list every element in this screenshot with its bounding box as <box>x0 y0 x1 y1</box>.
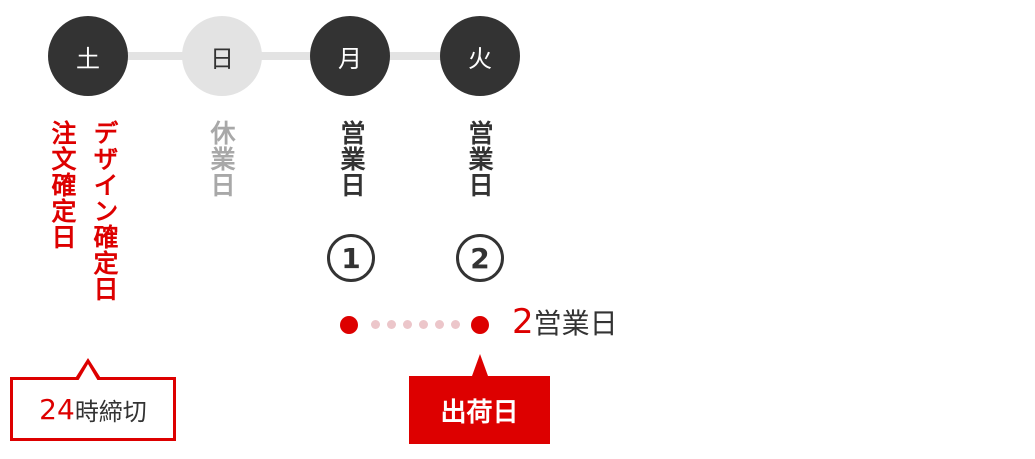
circled-number-2: 2 <box>456 234 504 282</box>
timeline-track <box>88 52 480 60</box>
holiday-label: 休業日 <box>207 120 236 198</box>
order-confirm-label: 注文確定日 <box>48 120 77 250</box>
span-number: 2 <box>512 302 534 342</box>
span-dot <box>371 320 380 329</box>
day-circle-tuesday: 火 <box>440 16 520 96</box>
span-end-dot <box>471 316 489 334</box>
span-dot <box>451 320 460 329</box>
day-label: 日 <box>210 44 234 73</box>
span-dot <box>419 320 428 329</box>
business-day-label-2: 営業日 <box>465 120 494 198</box>
span-dot <box>403 320 412 329</box>
ship-date-callout: 出荷日 <box>409 376 550 444</box>
deadline-number: 24 <box>39 392 75 426</box>
day-circle-monday: 月 <box>310 16 390 96</box>
day-circle-sunday: 日 <box>182 16 262 96</box>
number-text: 1 <box>341 241 361 275</box>
day-circle-saturday: 土 <box>48 16 128 96</box>
ship-callout-notch <box>472 354 488 376</box>
deadline-callout-notch-fill <box>78 364 98 381</box>
span-dot <box>387 320 396 329</box>
day-label: 月 <box>338 44 362 73</box>
span-start-dot <box>340 316 358 334</box>
span-unit: 営業日 <box>533 307 618 340</box>
span-dot <box>435 320 444 329</box>
day-label: 土 <box>76 44 100 73</box>
deadline-text: 時締切 <box>74 397 147 426</box>
number-text: 2 <box>470 241 490 275</box>
circled-number-1: 1 <box>327 234 375 282</box>
design-confirm-label: デザイン確定日 <box>90 120 119 302</box>
ship-date-text: 出荷日 <box>440 397 519 428</box>
business-day-label-1: 営業日 <box>337 120 366 198</box>
day-label: 火 <box>468 44 492 73</box>
span-label: 2営業日 <box>512 302 618 342</box>
